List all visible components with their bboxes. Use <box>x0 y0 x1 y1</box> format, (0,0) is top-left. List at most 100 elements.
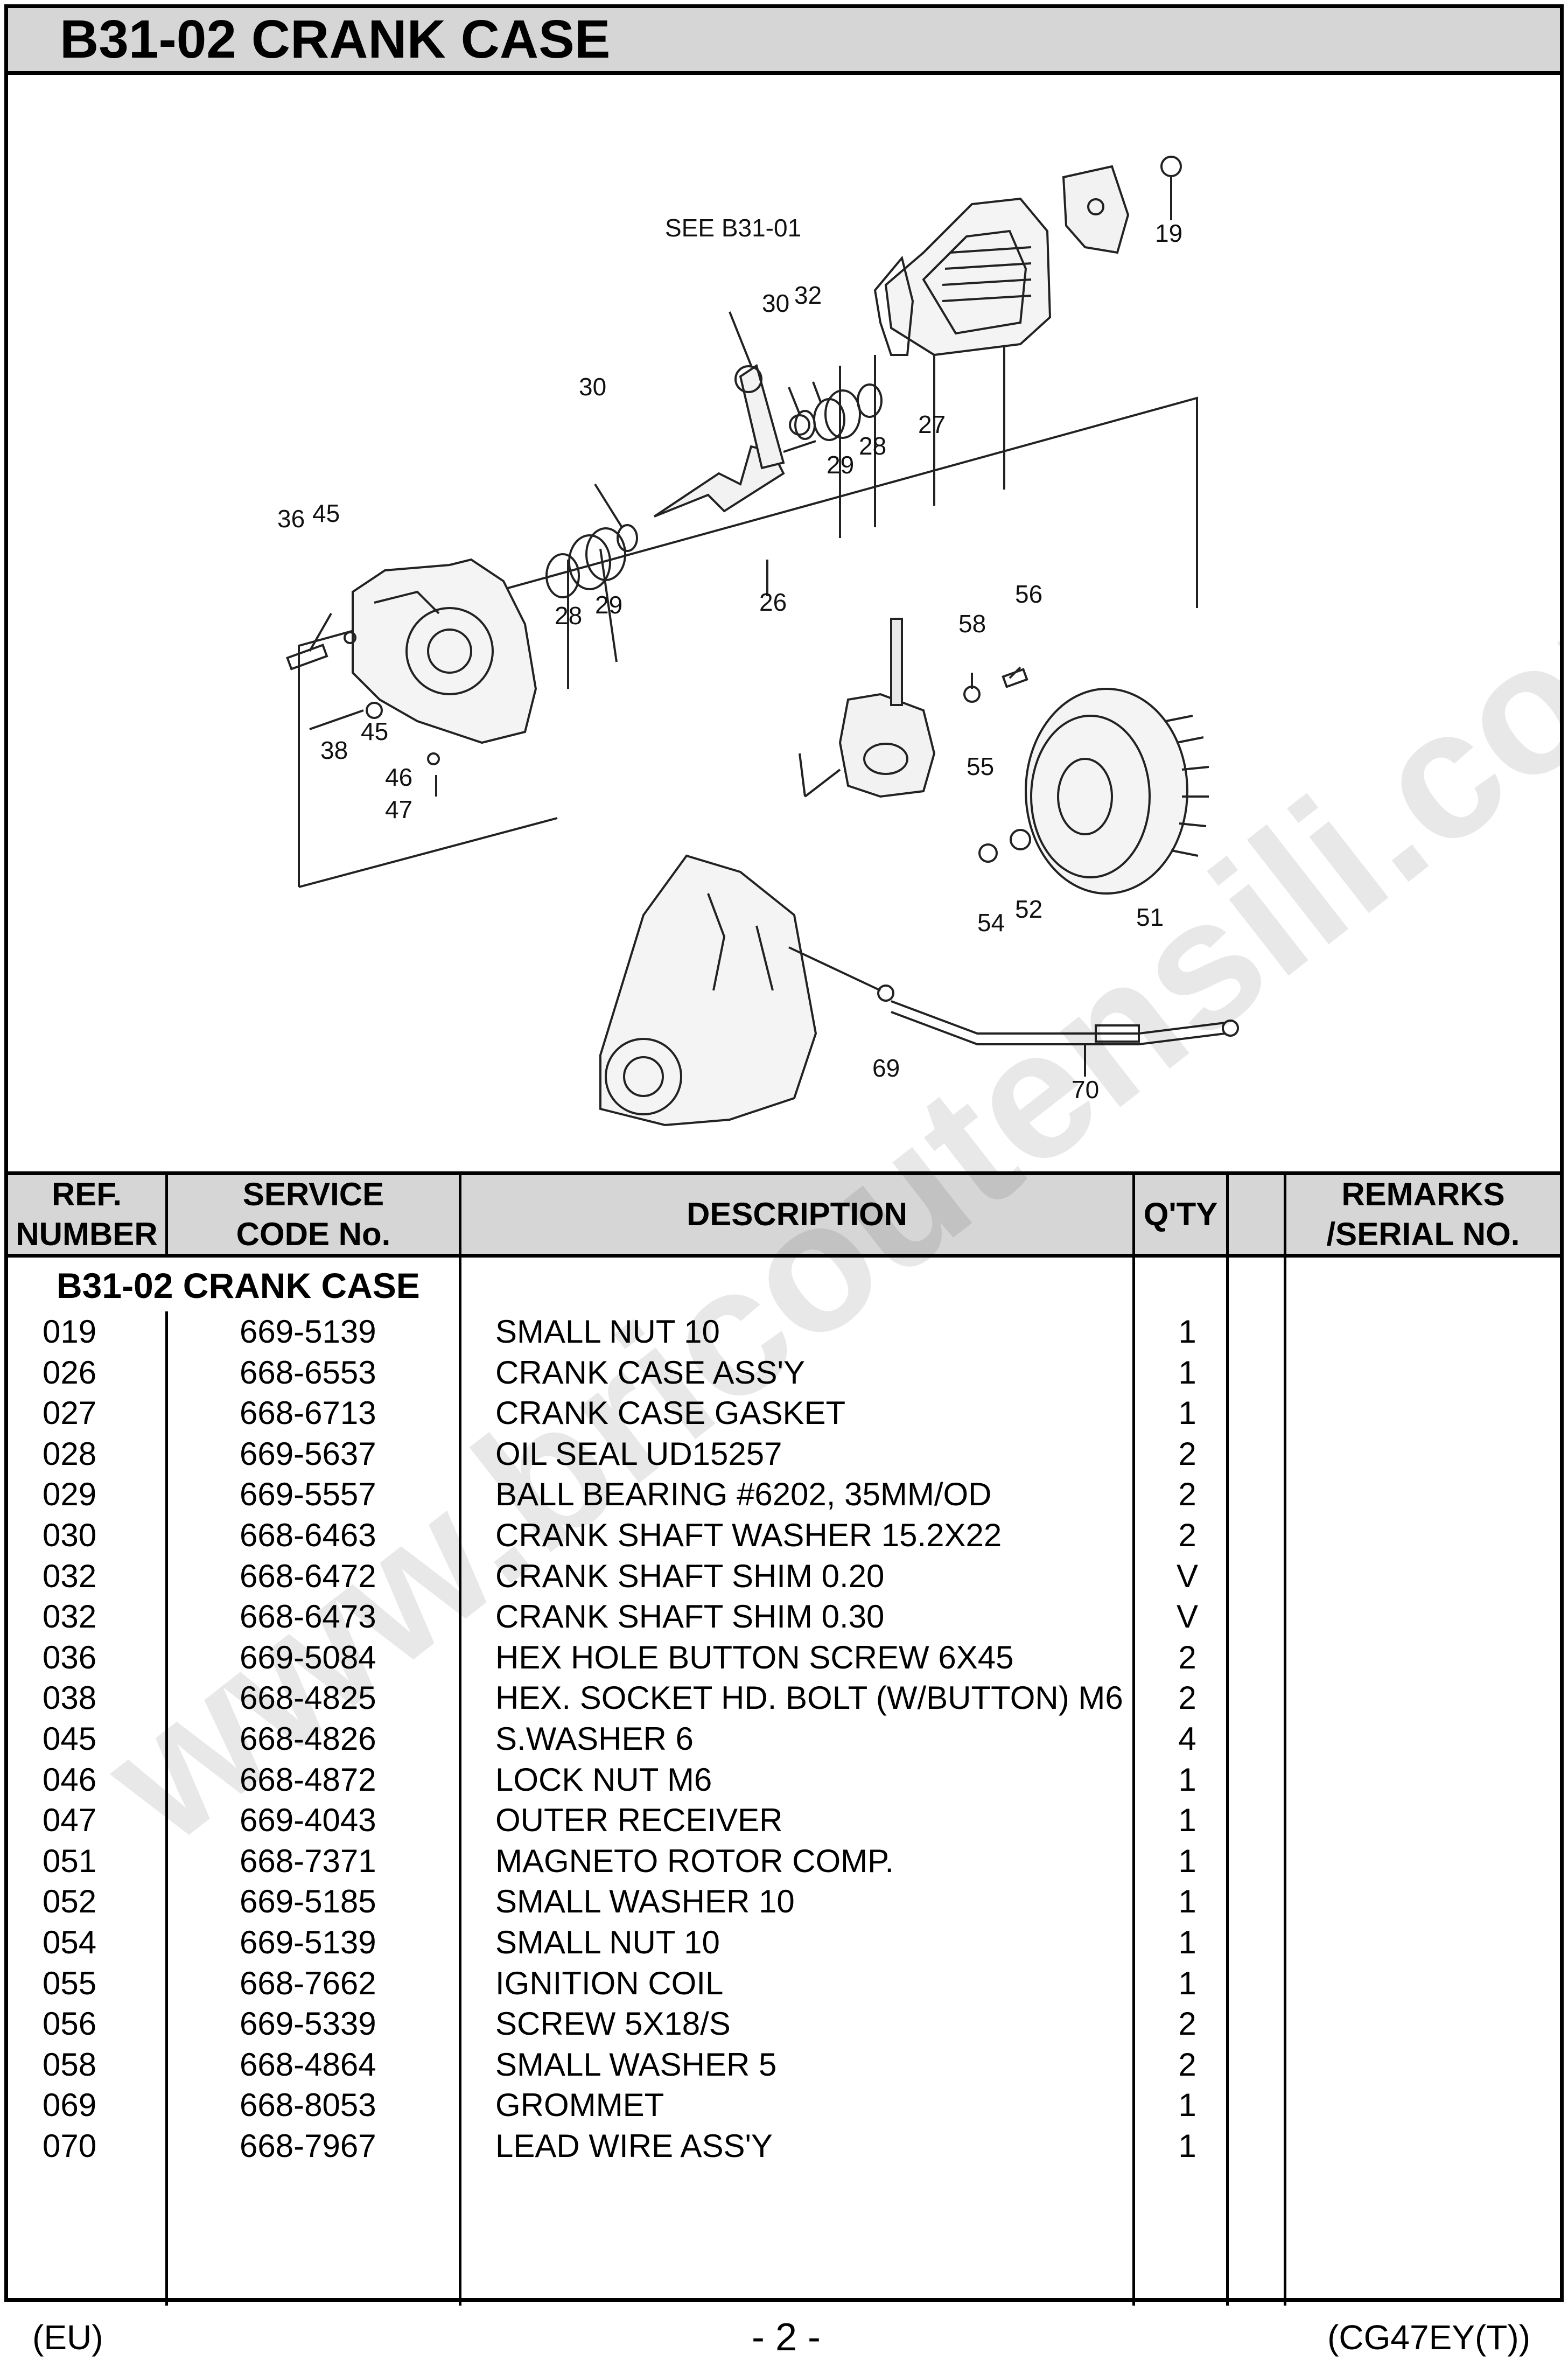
cell-qty: 1 <box>1178 1761 1196 1798</box>
label-52: 52 <box>1015 895 1042 923</box>
cell-qty: 1 <box>1178 2128 1196 2164</box>
cell-service-code: 668-4826 <box>240 1721 376 1757</box>
cell-ref-number: 026 <box>43 1354 97 1391</box>
page-frame: B31-02 CRANK CASE <box>4 4 1564 2306</box>
column-divider <box>165 1311 168 2306</box>
label-51: 51 <box>1136 903 1164 931</box>
label-45b: 45 <box>361 717 388 745</box>
header-remarks: REMARKS/SERIAL NO. <box>1326 1176 1520 1252</box>
cell-ref-number: 056 <box>43 2006 97 2042</box>
cell-service-code: 669-5339 <box>240 2006 376 2042</box>
cell-service-code: 669-4043 <box>240 1802 376 1839</box>
label-45a: 45 <box>312 499 340 527</box>
cell-qty: 2 <box>1178 1435 1196 1472</box>
crankshaft-part <box>653 311 816 518</box>
cell-qty: 2 <box>1178 1476 1196 1513</box>
exploded-parts-diagram: SEE B31-01 19 27 28 29 30 32 30 36 45 28… <box>8 75 1560 1171</box>
cell-ref-number: 046 <box>43 1761 97 1798</box>
cell-service-code: 668-6553 <box>240 1354 376 1391</box>
cell-service-code: 668-7662 <box>240 1965 376 2001</box>
cell-ref-number: 030 <box>43 1517 97 1553</box>
cell-qty: 2 <box>1178 2046 1196 2083</box>
label-47: 47 <box>385 795 412 823</box>
label-54: 54 <box>977 909 1005 937</box>
cell-description: SMALL NUT 10 <box>495 1924 720 1960</box>
label-58: 58 <box>958 610 986 638</box>
cell-qty: 1 <box>1178 1842 1196 1879</box>
bearings-upper <box>788 381 883 441</box>
label-26: 26 <box>759 588 787 616</box>
label-27: 27 <box>918 410 946 438</box>
label-see-b31-01: SEE B31-01 <box>665 214 801 242</box>
cell-ref-number: 051 <box>43 1842 97 1879</box>
cell-qty: 1 <box>1178 1395 1196 1432</box>
cell-service-code: 669-5139 <box>240 1924 376 1960</box>
cell-qty: 2 <box>1178 1639 1196 1675</box>
cell-ref-number: 029 <box>43 1476 97 1513</box>
label-29b: 29 <box>595 591 622 619</box>
table-row: 036 669-5084 HEX HOLE BUTTON SCREW 6X45 2 <box>8 1637 1560 1678</box>
cell-qty: 1 <box>1178 1883 1196 1920</box>
cell-qty: V <box>1176 1598 1199 1635</box>
header-qty: Q'TY <box>1143 1196 1218 1232</box>
cell-ref-number: 028 <box>43 1435 97 1472</box>
cell-qty: 2 <box>1178 1680 1196 1716</box>
label-28a: 28 <box>859 432 886 460</box>
cell-ref-number: 027 <box>43 1395 97 1432</box>
header-divider <box>459 1175 461 1254</box>
part-labels: SEE B31-01 19 27 28 29 30 32 30 36 45 28… <box>277 214 1182 1104</box>
crank-case-lower-part <box>286 558 537 797</box>
title-bar: B31-02 CRANK CASE <box>8 8 1560 75</box>
cell-description: CRANK SHAFT SHIM 0.30 <box>495 1598 885 1635</box>
section-title: B31-02 CRANK CASE <box>57 1266 420 1305</box>
cell-ref-number: 019 <box>43 1314 97 1350</box>
label-69: 69 <box>872 1054 900 1082</box>
cell-description: OUTER RECEIVER <box>495 1802 783 1839</box>
cell-service-code: 669-5139 <box>240 1314 376 1350</box>
cell-ref-number: 036 <box>43 1639 97 1675</box>
cell-description: CRANK CASE GASKET <box>495 1395 846 1432</box>
label-36: 36 <box>277 505 305 533</box>
label-55: 55 <box>967 752 994 780</box>
magneto-rotor-part <box>978 688 1209 895</box>
cell-description: OIL SEAL UD15257 <box>495 1435 782 1472</box>
cell-qty: 1 <box>1178 1924 1196 1960</box>
label-38: 38 <box>320 736 348 764</box>
cell-ref-number: 038 <box>43 1680 97 1716</box>
label-32: 32 <box>794 281 822 309</box>
header-ref-number: REF.NUMBER <box>16 1176 158 1252</box>
fan-housing-part <box>599 854 817 1127</box>
cell-ref-number: 058 <box>43 2046 97 2083</box>
cell-service-code: 668-8053 <box>240 2087 376 2124</box>
label-28b: 28 <box>555 602 582 630</box>
lead-wire-part <box>788 946 1239 1077</box>
cell-description: SMALL NUT 10 <box>495 1314 720 1350</box>
cell-ref-number: 052 <box>43 1883 97 1920</box>
cell-ref-number: 032 <box>43 1598 97 1635</box>
page-number: - 2 - <box>751 2316 821 2359</box>
header-divider <box>165 1175 168 1254</box>
cell-ref-number: 070 <box>43 2128 97 2164</box>
cell-description: IGNITION COIL <box>495 1965 724 2001</box>
cell-service-code: 669-5084 <box>240 1639 376 1675</box>
cell-description: CRANK SHAFT WASHER 15.2X22 <box>495 1517 1002 1553</box>
cell-description: BALL BEARING #6202, 35MM/OD <box>495 1476 992 1513</box>
label-70: 70 <box>1072 1076 1099 1104</box>
cell-description: HEX HOLE BUTTON SCREW 6X45 <box>495 1639 1014 1675</box>
cell-description: LOCK NUT M6 <box>495 1761 712 1798</box>
